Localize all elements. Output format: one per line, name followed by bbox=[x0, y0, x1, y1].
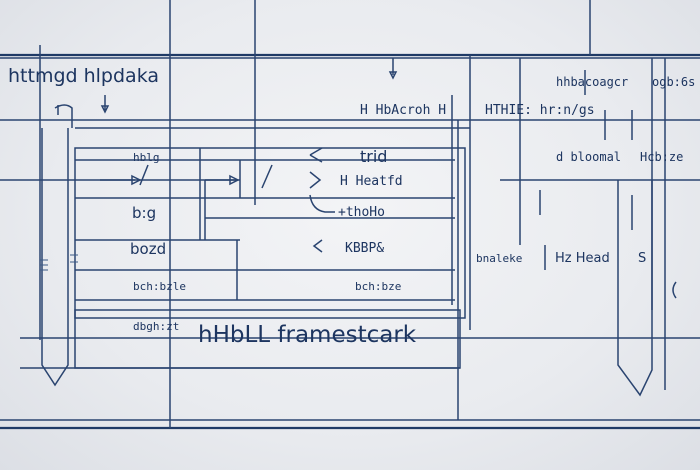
connector-arrows bbox=[100, 58, 677, 299]
label-html-header: H HbAcroh H bbox=[360, 103, 446, 118]
label-left-b: b:g bbox=[132, 204, 156, 222]
label-tr: trid bbox=[360, 147, 387, 166]
label-kbbp: KBBP& bbox=[345, 241, 384, 256]
table-boxes bbox=[20, 147, 466, 369]
label-right-mid-a: d bloomal bbox=[556, 150, 621, 164]
label-top-left: httmgd hlpdaka bbox=[8, 65, 159, 87]
label-html-title: HTHIE: hr:n/gs bbox=[485, 103, 595, 118]
label-left-c: bozd bbox=[130, 240, 166, 258]
label-thoh: +thoHo bbox=[338, 205, 385, 220]
label-right-mid-b: Hcb:ze bbox=[640, 150, 683, 164]
label-left-d: bch:bzle bbox=[133, 280, 186, 293]
label-mid-d: bch:bze bbox=[355, 280, 401, 293]
label-right-low-b: Hz Head bbox=[555, 251, 610, 266]
label-bottom-small: dbgh:zt bbox=[133, 320, 179, 333]
label-left-a: hblg bbox=[133, 151, 160, 164]
label-head: H Heatfd bbox=[340, 174, 403, 189]
label-right-low-c: S bbox=[638, 251, 646, 266]
left-arrow-bars bbox=[41, 104, 653, 397]
label-right-low-a: bnaleke bbox=[476, 252, 522, 265]
label-top-right-b: ogb:6s bbox=[652, 75, 695, 89]
label-bottom-title: hHbLL framestcark bbox=[198, 322, 417, 348]
label-top-right-a: hhbacoagcr bbox=[556, 75, 628, 89]
left-ticks bbox=[40, 254, 78, 271]
